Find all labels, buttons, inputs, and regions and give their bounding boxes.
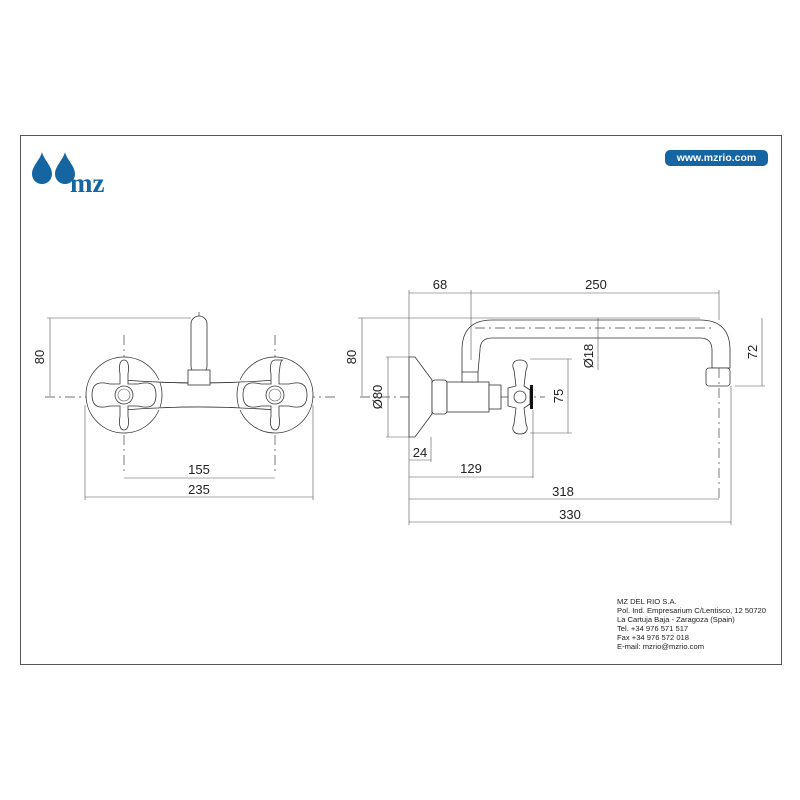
spout-nut — [187, 369, 211, 386]
wall-flange — [408, 356, 433, 438]
handle-distance-dim: 129 — [460, 461, 482, 476]
spout-front — [190, 315, 208, 375]
website-link[interactable]: www.mzrio.com — [665, 150, 768, 166]
company-address-1: Pol. Ind. Empresarium C/Lentisco, 12 507… — [617, 606, 767, 615]
centers-dim: 155 — [188, 462, 210, 477]
side-view: 68 250 80 Ø80 Ø18 72 75 24 129 318 — [344, 277, 765, 525]
outlet-distance-dim: 318 — [552, 484, 574, 499]
flange-diameter-dim: Ø80 — [370, 385, 385, 410]
company-tel: Tel. +34 976 571 517 — [617, 624, 689, 633]
drop-right-icon — [55, 152, 75, 184]
company-address-2: La Cartuja Baja - Zaragoza (Spain) — [617, 615, 735, 624]
overall-width-dim: 235 — [188, 482, 210, 497]
company-info: MZ DEL RIO S.A. Pol. Ind. Empresarium C/… — [617, 597, 766, 651]
aerator — [705, 367, 731, 387]
flange-depth-dim: 24 — [413, 445, 427, 460]
front-height-dim: 80 — [32, 350, 47, 364]
company-fax: Fax +34 976 572 018 — [617, 633, 689, 642]
company-name: MZ DEL RIO S.A. — [617, 597, 677, 606]
handle-height-dim: 75 — [551, 389, 566, 403]
water-drops-icon — [32, 152, 75, 184]
company-email[interactable]: E-mail: mzrio@mzrio.com — [617, 642, 705, 651]
valve-body — [446, 381, 490, 413]
handle-cap — [530, 385, 533, 409]
drop-left-icon — [32, 152, 52, 184]
hex-nut — [431, 379, 448, 415]
brand-logo-text: mz — [70, 168, 105, 198]
right-cross-handle[interactable] — [242, 359, 308, 431]
left-cross-handle[interactable] — [91, 359, 157, 431]
side-height-dim: 80 — [344, 350, 359, 364]
spout-offset-dim: 68 — [433, 277, 447, 292]
spout-reach-dim: 250 — [585, 277, 607, 292]
pipe-diameter-dim: Ø18 — [581, 344, 596, 369]
valve-bonnet — [488, 384, 502, 410]
front-view: 80 155 235 — [32, 312, 335, 500]
spout-drop-dim: 72 — [745, 345, 760, 359]
overall-length-dim: 330 — [559, 507, 581, 522]
